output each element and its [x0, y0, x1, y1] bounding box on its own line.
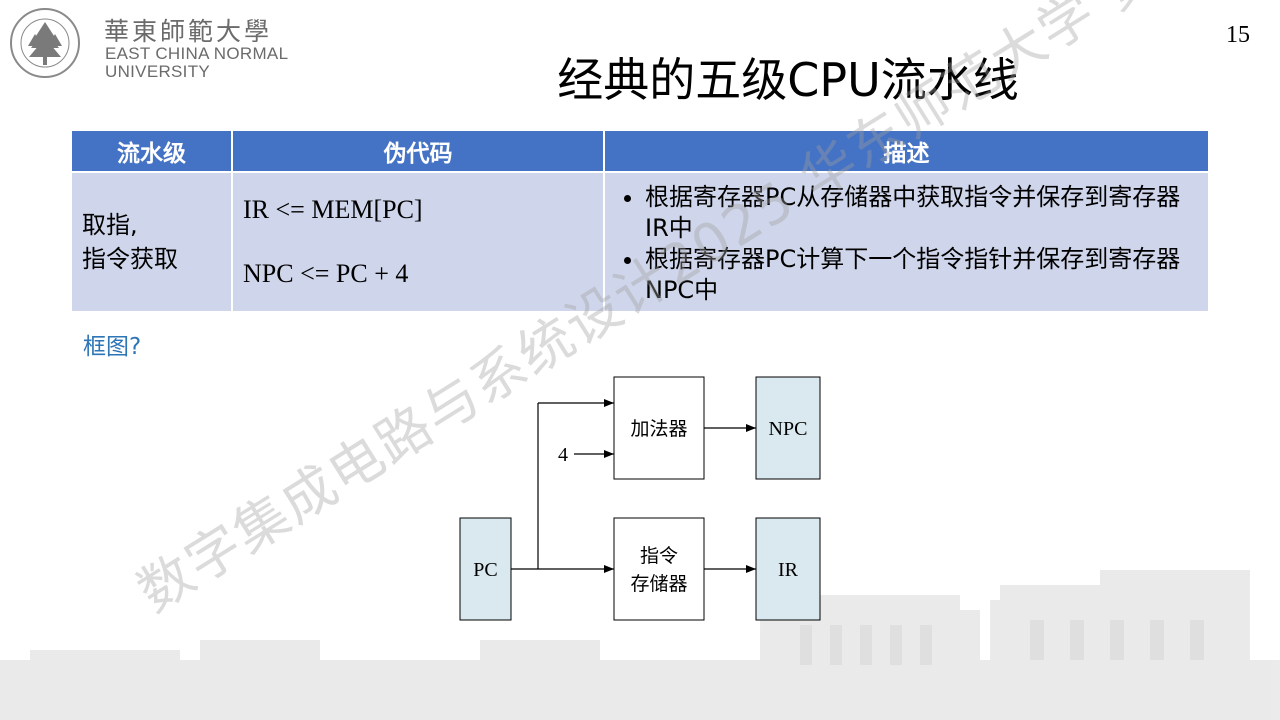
npc-label: NPC	[769, 418, 808, 440]
adder-label: 加法器	[630, 418, 687, 440]
imem-label-line1: 指令	[640, 545, 678, 567]
ir-label: IR	[778, 559, 799, 581]
instruction-memory-box	[614, 518, 704, 620]
imem-label-line2: 存储器	[630, 573, 687, 595]
pc-label: PC	[473, 559, 497, 581]
const-four-label: 4	[558, 444, 568, 466]
